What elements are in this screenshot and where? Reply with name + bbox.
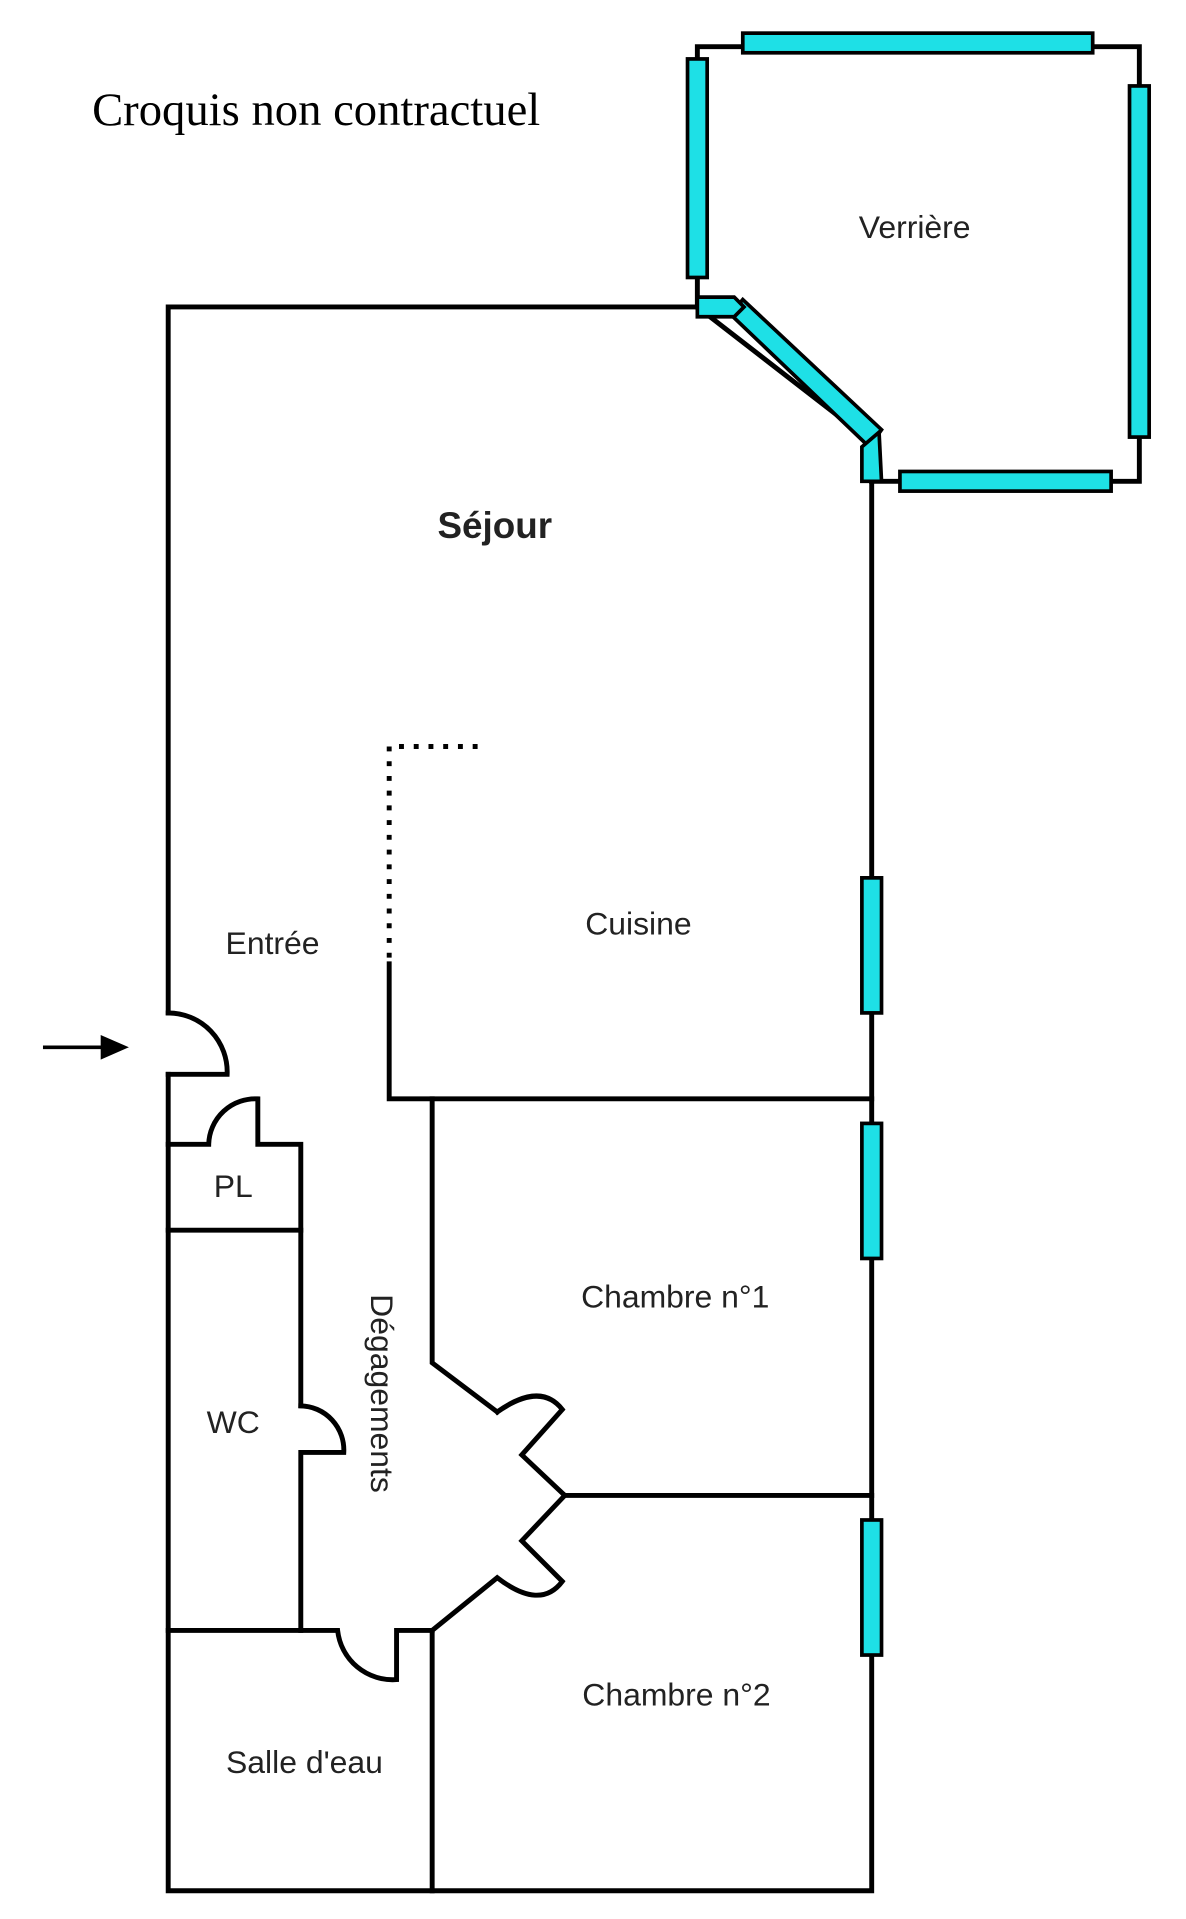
window-verriere-bottom xyxy=(898,469,1113,493)
window-chambre1 xyxy=(860,1121,884,1261)
window-verriere-diagonal xyxy=(727,296,884,450)
window-cuisine xyxy=(860,876,884,1015)
window-verriere-right xyxy=(1127,84,1152,439)
room-labels: Verrière Séjour Cuisine Entrée PL WC Dég… xyxy=(207,209,971,1780)
label-degagements: Dégagements xyxy=(364,1294,400,1493)
label-cuisine: Cuisine xyxy=(585,905,691,941)
window-verriere-corner-2 xyxy=(860,428,884,484)
label-chambre1: Chambre n°1 xyxy=(581,1279,769,1315)
label-wc: WC xyxy=(207,1404,260,1440)
label-verriere: Verrière xyxy=(859,209,971,245)
window-verriere-corner-1 xyxy=(695,295,747,319)
entrance-arrow-icon xyxy=(42,1035,129,1060)
disclaimer-title: Croquis non contractuel xyxy=(92,84,540,136)
label-entree: Entrée xyxy=(226,925,320,961)
window-verriere-top xyxy=(740,31,1095,55)
walls xyxy=(165,44,1142,1894)
window-verriere-left xyxy=(685,57,710,280)
label-sejour: Séjour xyxy=(437,505,552,546)
label-pl: PL xyxy=(214,1168,253,1204)
label-salle-eau: Salle d'eau xyxy=(226,1744,383,1780)
label-chambre2: Chambre n°2 xyxy=(582,1676,770,1712)
windows xyxy=(685,31,1152,1657)
window-chambre2 xyxy=(860,1518,884,1657)
